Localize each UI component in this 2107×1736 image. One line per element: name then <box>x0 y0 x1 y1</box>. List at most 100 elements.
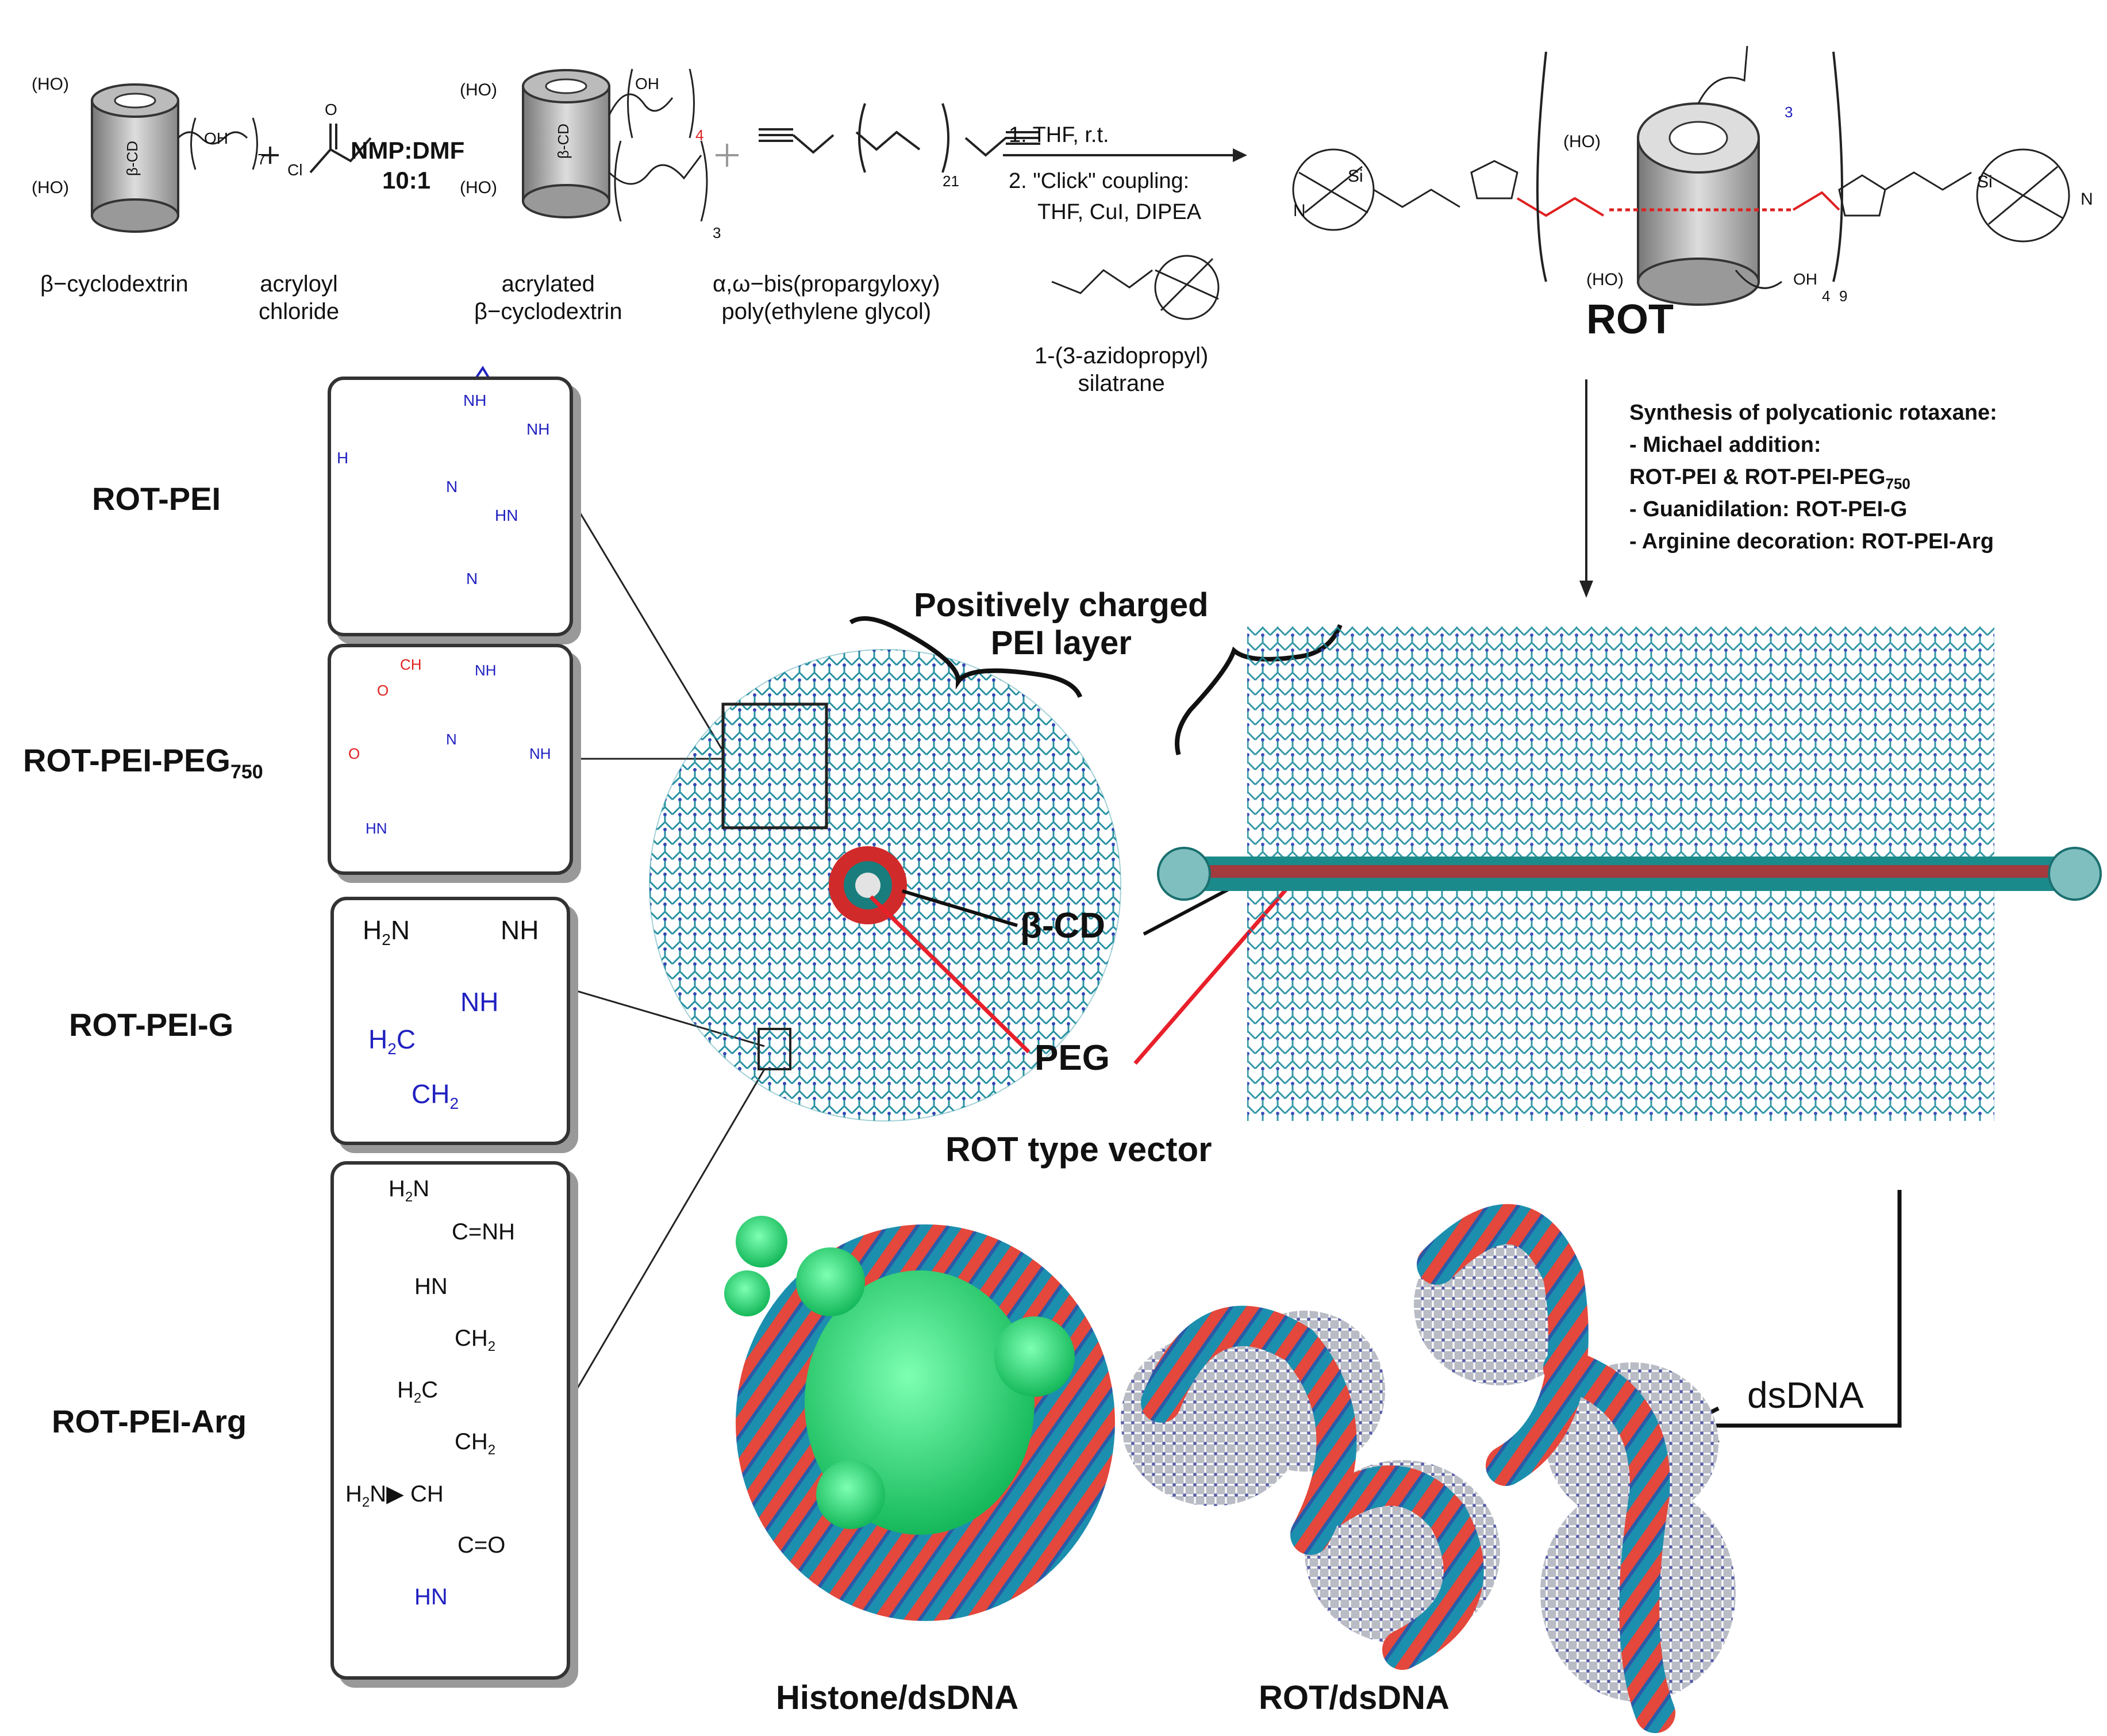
peg-nh2-2: NH <box>529 745 551 763</box>
cl-label: Cl <box>287 161 302 179</box>
ho7-label-2: (HO) <box>32 178 69 198</box>
peg-o-2: O <box>348 745 360 763</box>
silatrane-label: 1-(3-azidopropyl) silatrane <box>1035 342 1208 397</box>
si-label-1: Si <box>1348 167 1363 186</box>
arg-hn-2: HN <box>414 1584 448 1610</box>
sub-21-label: 21 <box>943 172 959 190</box>
peg-nh2-1: NH <box>475 662 497 679</box>
n-label-2: N <box>2081 190 2093 209</box>
step2-label: 2. "Click" coupling: <box>1009 166 1189 197</box>
ho7-label-3: (HO) <box>460 80 497 100</box>
peg-label: α,ω−bis(propargyloxy) poly(ethylene glyc… <box>713 270 940 325</box>
g-h2n: H2N <box>363 915 410 949</box>
sub-4-rot-label: 4 <box>1822 287 1830 305</box>
box-rot-pei-arg: H2N C=NH HN CH2 H2C CH2 H2N▶ CH C=O HN <box>330 1161 570 1680</box>
arg-hn: HN <box>414 1274 448 1300</box>
arg-ch2-1: CH2 <box>455 1326 495 1355</box>
pei-n-1: N <box>446 478 457 496</box>
g-ch2: CH2 <box>412 1078 459 1113</box>
arg-o: =O <box>474 1533 505 1558</box>
synthesis-arrow <box>1579 379 1593 598</box>
arg-ch2-2: CH2 <box>455 1429 495 1458</box>
plus-sign-2 <box>716 144 739 167</box>
peg-center-label: PEG <box>1035 1038 1110 1078</box>
variant-rot-pei-arg: ROT-PEI-Arg <box>52 1403 247 1440</box>
variant-rot-pei: ROT-PEI <box>92 480 221 517</box>
rot-label: ROT <box>1586 296 1674 343</box>
arg-h2n: H2N <box>389 1176 429 1205</box>
variant-rot-pei-peg-text: ROT-PEI-PEG <box>23 742 230 778</box>
ratio-label: 10:1 <box>382 167 430 194</box>
sub-3-label: 3 <box>713 224 721 242</box>
ho7-label-6: (HO) <box>1586 270 1624 290</box>
rot-dsdna-graphic <box>1121 1224 1736 1713</box>
bcd-tag-2: β-CD <box>555 124 572 159</box>
peg-propargyl-structure <box>759 103 1040 172</box>
pei-hn: HN <box>495 506 518 525</box>
ho7-label-1: (HO) <box>32 75 69 94</box>
peg-hn: HN <box>366 820 387 838</box>
synthesis-line-3: - Guanidilation: ROT-PEI-G <box>1629 493 1907 525</box>
si-label-2: Si <box>1977 172 1993 192</box>
oh-label-1: OH <box>204 129 228 148</box>
n-label-1: N <box>1293 201 1306 221</box>
oh-label-3: OH <box>1793 270 1817 289</box>
synthesis-line-1: - Michael addition: <box>1629 429 1821 461</box>
arg-h2n-text: H <box>389 1176 405 1201</box>
bcd-cylinder-1 <box>92 85 257 232</box>
arg-h2c: H2C <box>397 1377 438 1407</box>
variant-rot-pei-peg: ROT-PEI-PEG750 <box>23 742 263 783</box>
bcd-cylinder-2 <box>523 69 707 221</box>
arg-ch: CH <box>410 1481 444 1507</box>
oh-label-2: OH <box>635 75 659 93</box>
synthesis-line-4: - Arginine decoration: ROT-PEI-Arg <box>1629 525 1994 558</box>
ho7-label-5: (HO) <box>1563 132 1601 152</box>
vector-label: ROT type vector <box>945 1130 1212 1169</box>
peg-n: N <box>446 731 457 748</box>
g-nh: NH <box>460 986 498 1017</box>
pei-layer-label: Positively charged PEI layer <box>914 586 1209 662</box>
acryloyl-label: acryloyl chloride <box>259 270 339 325</box>
box-rot-pei-g: H2N NH NH H2C CH2 <box>330 897 570 1145</box>
acrylated-label: acrylated β−cyclodextrin <box>474 270 622 325</box>
arg-ch2-1-text: CH <box>455 1326 488 1351</box>
bcd-center-label: β-CD <box>1020 905 1105 946</box>
histone-dsdna-graphic <box>724 1216 1115 1621</box>
g-ch2-text: CH <box>412 1079 449 1109</box>
step2b-label: THF, CuI, DIPEA <box>1037 197 1201 228</box>
sub-7-label: 7 <box>257 151 266 168</box>
g-h2c-text: H <box>368 1024 387 1054</box>
silatrane-structure <box>1052 256 1218 319</box>
box-rot-pei: NH4 H NH HN N N <box>328 377 573 636</box>
bcd-tag-1: β-CD <box>124 141 141 176</box>
pei-nh2-2: NH <box>526 420 549 439</box>
ho7-label-4: (HO) <box>460 178 497 198</box>
rot-product-structure <box>1293 46 2069 305</box>
arg-ch2-2-text: CH <box>455 1429 488 1454</box>
g-nh-imine: NH <box>501 915 539 946</box>
g-h2c: H2C <box>368 1024 416 1058</box>
arg-h2c-text: H <box>397 1377 414 1403</box>
o-label-acryloyl: O <box>325 101 337 119</box>
pei-nh2-1: NH4 <box>463 391 486 410</box>
g-h2n-text: H <box>363 915 382 945</box>
bcd-label: β−cyclodextrin <box>40 270 189 298</box>
pei-n-2: N <box>466 570 478 588</box>
synthesis-title: Synthesis of polycationic rotaxane: <box>1629 397 1997 429</box>
dsdna-arrow-label: dsDNA <box>1747 1374 1864 1416</box>
step1-label: 1. THF, r.t. <box>1009 120 1109 151</box>
box-rot-pei-peg: CH O O NH NH N HN <box>328 644 573 875</box>
peg-ch3: CH <box>400 656 422 674</box>
arg-c-nh: C=NH <box>452 1219 515 1245</box>
sub-9-label: 9 <box>1839 287 1847 305</box>
variant-rot-pei-g: ROT-PEI-G <box>69 1006 233 1043</box>
variant-rot-pei-peg-sub: 750 <box>230 761 263 783</box>
arg-nh: =NH <box>468 1219 515 1245</box>
histone-dsdna-label: Histone/dsDNA <box>776 1679 1018 1717</box>
sub-3-blue-label: 3 <box>1785 103 1793 121</box>
pei-h2n: H <box>337 449 348 467</box>
arg-h2n-2-text: H <box>345 1481 362 1507</box>
pei-nh2-1-text: NH <box>463 391 486 409</box>
arg-c: C <box>452 1219 468 1245</box>
